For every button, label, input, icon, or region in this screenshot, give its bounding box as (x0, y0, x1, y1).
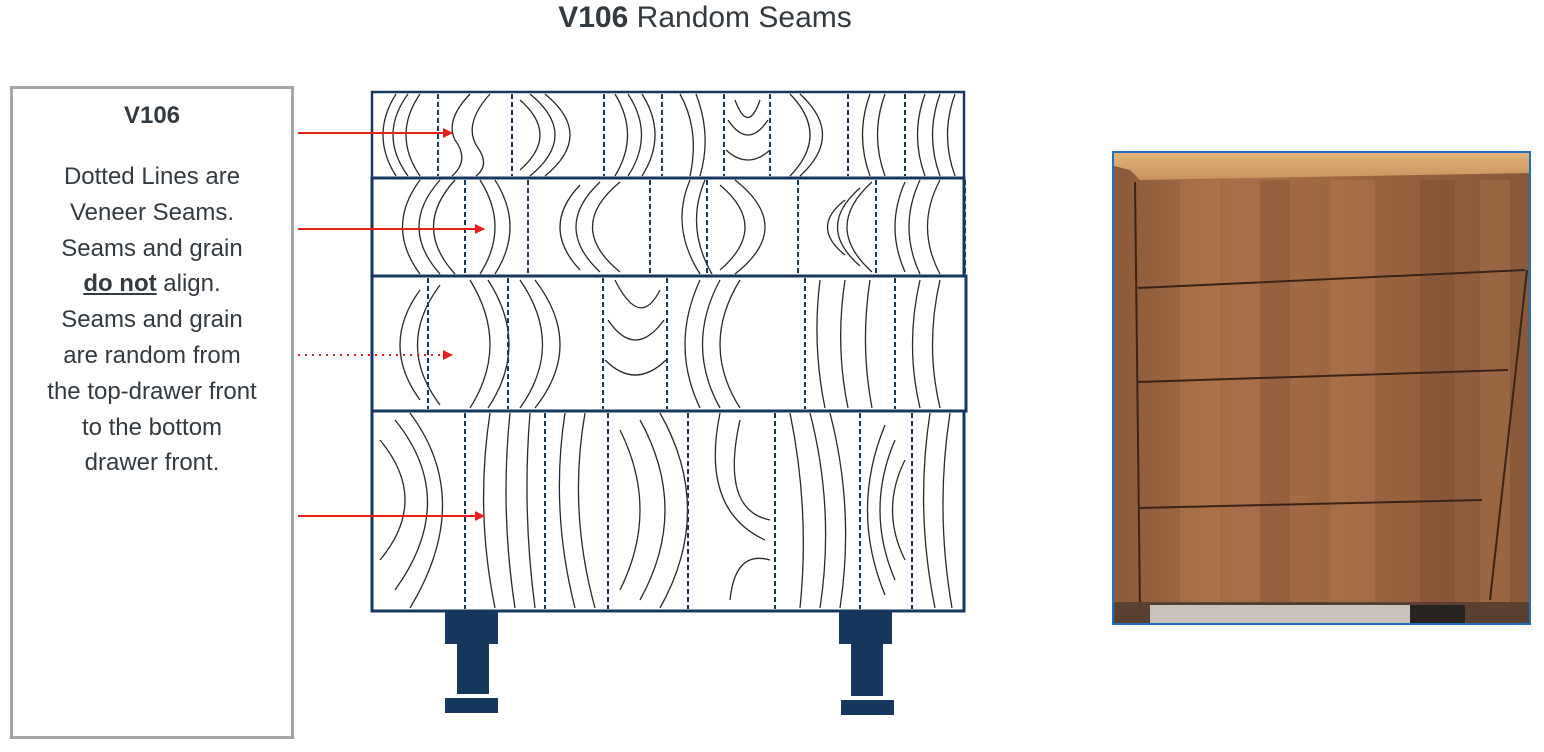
veneer-strips (1180, 180, 1510, 620)
page-title: V106 Random Seams (0, 0, 1410, 36)
grain-lines (401, 179, 941, 275)
info-line-3: Seams and grain (61, 234, 243, 262)
info-line-2: Veneer Seams. (69, 198, 235, 226)
info-line-6: are random from (63, 341, 241, 369)
drawer-front-1 (370, 90, 966, 180)
info-line-9: drawer front. (84, 449, 220, 477)
info-line-8: to the bottom (81, 413, 223, 441)
drawer-outline (370, 274, 968, 413)
grain-lines (382, 93, 956, 177)
info-body: Dotted Lines are Veneer Seams. Seams and… (13, 159, 291, 481)
info-line-7: the top-drawer front (47, 377, 257, 405)
grain-lines (399, 279, 941, 409)
title-code: V106 (558, 1, 629, 34)
leg-left (445, 612, 498, 713)
info-box: V106 Dotted Lines are Veneer Seams. Seam… (10, 86, 294, 739)
drawer-gaps (1134, 181, 1528, 616)
cabinet-diagram (370, 90, 968, 715)
callout-arrows (298, 128, 485, 521)
info-heading: V106 (123, 102, 181, 129)
drawer-outline (370, 409, 966, 613)
veneer-seams (464, 180, 966, 274)
info-line-5: Seams and grain (61, 306, 243, 334)
veneer-seams (464, 413, 913, 609)
veneer-seams (437, 94, 906, 176)
leg-right (839, 612, 894, 715)
info-line-4-rest: align. (163, 270, 221, 298)
veneer-seams (427, 278, 967, 409)
info-emphasis: do not (83, 270, 157, 298)
info-line-1: Dotted Lines are (63, 163, 241, 190)
info-line-4: do not align. (13, 266, 291, 302)
cabinet-legs (445, 612, 894, 715)
drawer-front-3 (370, 274, 968, 413)
drawer-front-2 (370, 176, 966, 278)
cabinet-photo (1112, 151, 1531, 625)
drawer-front-4 (370, 409, 966, 613)
countertop (1114, 153, 1529, 180)
title-text: Random Seams (636, 1, 852, 34)
